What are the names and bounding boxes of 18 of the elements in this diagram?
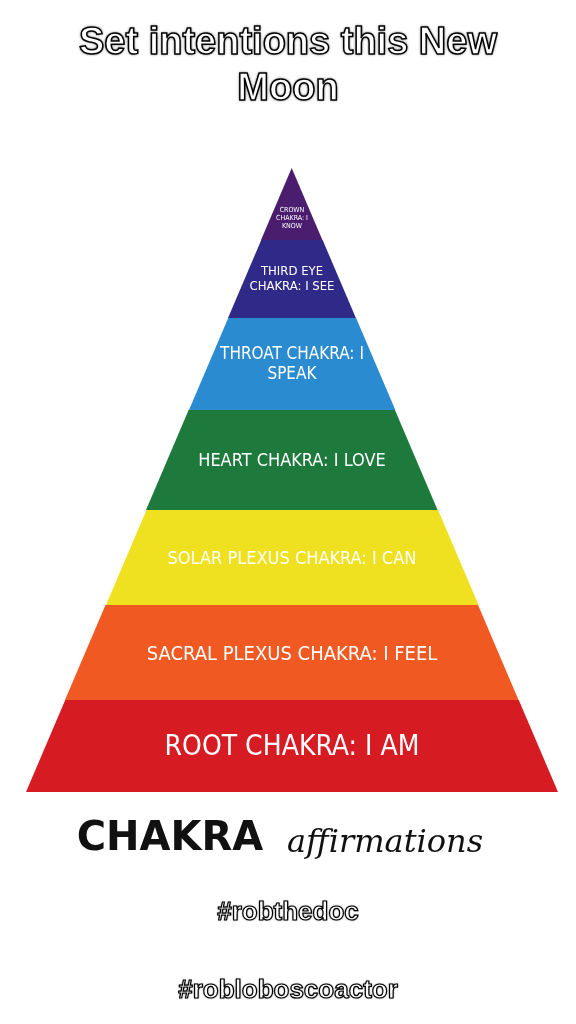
pyramid-band xyxy=(105,510,479,605)
pyramid-band xyxy=(228,240,356,318)
chakra-affirmation: SACRAL PLEXUS CHAKRA: I FEEL xyxy=(145,641,439,664)
chakra-affirmation: THIRD EYE CHAKRA: I SEE xyxy=(248,264,336,294)
chakra-affirmation: THROAT CHAKRA: I SPEAK xyxy=(219,344,365,384)
hashtag: #robloboscoactor xyxy=(177,974,400,1006)
chakra-affirmation: HEART CHAKRA: I LOVE xyxy=(197,449,387,471)
pyramid-band xyxy=(65,605,519,700)
chakra-affirmation: SOLAR PLEXUS CHAKRA: I CAN xyxy=(166,547,418,568)
title: Set intentions this New Moon xyxy=(77,19,499,110)
heading-word: affirmations xyxy=(285,822,485,861)
heading-word: CHAKRA xyxy=(75,812,265,860)
pyramid-band xyxy=(26,700,558,792)
chakra-affirmation: ROOT CHAKRA: I AM xyxy=(163,729,421,763)
pyramid-band xyxy=(146,410,438,510)
hashtag: #robthedoc xyxy=(216,896,360,928)
pyramid-band xyxy=(188,318,396,410)
pyramid-band xyxy=(261,168,323,240)
